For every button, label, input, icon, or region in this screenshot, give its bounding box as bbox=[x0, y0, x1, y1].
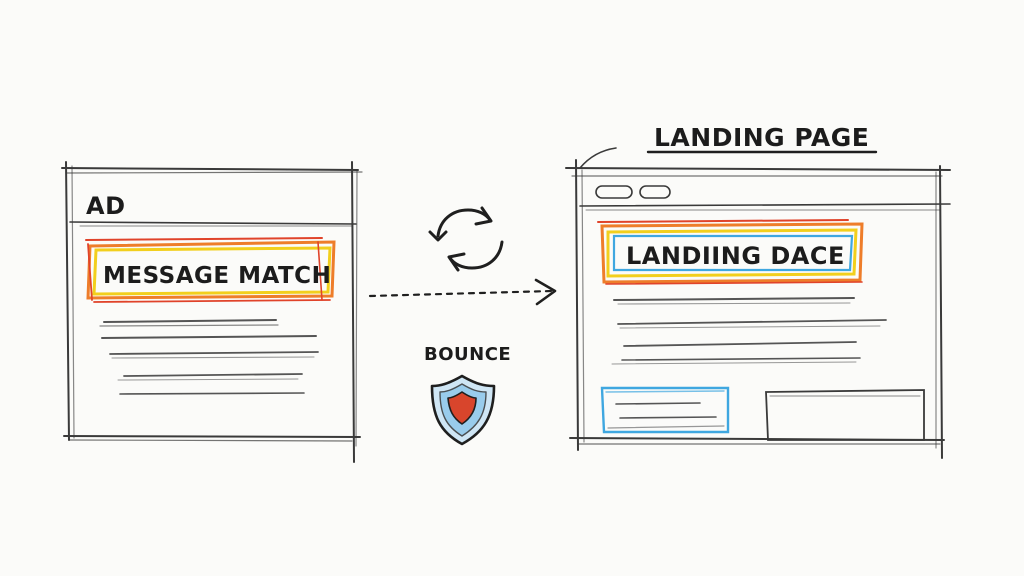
ad-headline-highlight bbox=[85, 237, 336, 303]
ad-headline: MESSAGE MATCH bbox=[103, 263, 331, 289]
landing-secondary-card bbox=[765, 389, 925, 441]
landing-page-title: LANDING PAGE bbox=[654, 123, 869, 152]
sync-arrows-icon bbox=[428, 206, 504, 272]
ad-body-lines bbox=[99, 319, 319, 395]
ad-label: AD bbox=[86, 192, 126, 220]
bounce-label: BOUNCE bbox=[424, 344, 511, 365]
ad-window bbox=[61, 161, 363, 463]
landing-headline: LANDIING DACE bbox=[626, 242, 845, 270]
dashed-arrow bbox=[368, 278, 557, 306]
shield-icon bbox=[430, 374, 496, 446]
landing-headline-highlight bbox=[597, 219, 864, 285]
landing-cta-card bbox=[600, 386, 730, 434]
landing-body-lines bbox=[611, 297, 887, 365]
